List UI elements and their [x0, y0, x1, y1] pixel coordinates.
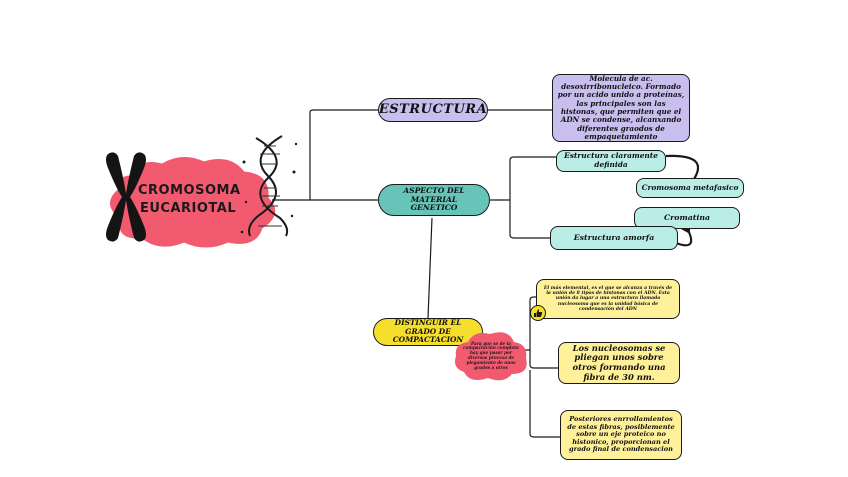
title-line-1: CROMOSOMA [138, 183, 241, 198]
node-cromosoma-metafasico: Cromosoma metafasico [636, 178, 744, 198]
node-estructura-amorfa: Estructura amorfa [550, 226, 678, 250]
node-nucleosoma-basico: El más elemental, es el que se alcanza a… [536, 279, 680, 319]
node-aspecto[interactable]: ASPECTO DEL MATERIAL GENETICO [378, 184, 490, 216]
chromosome-x-icon [106, 152, 146, 242]
node-grado-compactacion[interactable]: DISTINGUIR EL GRADO DE COMPACTACION [373, 318, 483, 346]
node-estructura-detail: Molecula de ac. desoxirribonucleico. For… [552, 74, 690, 142]
title-line-2: EUCARIOTAL [140, 201, 237, 216]
thumbs-up-icon [530, 305, 546, 321]
node-estructura[interactable]: ESTRUCTURA [378, 98, 488, 122]
node-estructura-definida: Estructura claramente definida [556, 150, 666, 172]
node-fibra-30nm: Los nucleosomas se pliegan unos sobre ot… [558, 342, 680, 384]
dna-helix-icon [240, 135, 298, 237]
node-grado-final: Posteriores enrrollamientos de estas fib… [560, 410, 682, 460]
process-cloud-text: Para que se de la compactación completa … [463, 340, 519, 370]
node-cromatina: Cromatina [634, 207, 740, 229]
process-cloud [455, 332, 527, 381]
